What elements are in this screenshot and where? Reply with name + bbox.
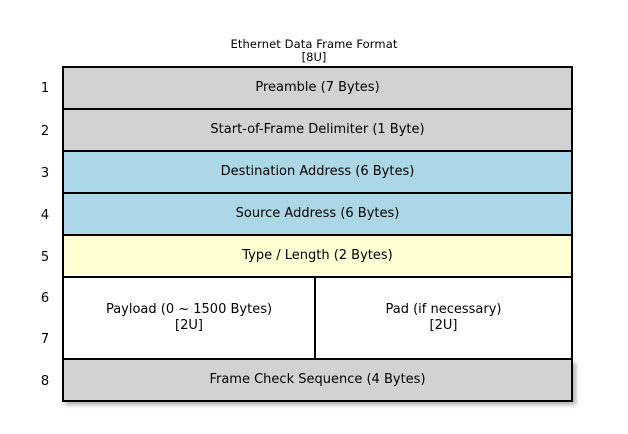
- field-frame-check-sequence[interactable]: Frame Check Sequence (4 Bytes): [64, 360, 571, 400]
- row-number-1: 1: [28, 66, 62, 110]
- row-number-stack: 6 7: [28, 278, 62, 360]
- field-destination-address-label: Destination Address (6 Bytes): [220, 164, 415, 179]
- field-payload-label: Payload (0 ~ 1500 Bytes): [105, 302, 273, 317]
- field-payload-sublabel: [2U]: [175, 318, 203, 333]
- field-preamble[interactable]: Preamble (7 Bytes): [64, 68, 571, 108]
- field-start-of-frame-delimiter-label: Start-of-Frame Delimiter (1 Byte): [210, 122, 425, 137]
- row-number-3: 3: [28, 152, 62, 194]
- row-cells: Payload (0 ~ 1500 Bytes) [2U] Pad (if ne…: [62, 278, 573, 360]
- field-pad-label: Pad (if necessary): [385, 302, 502, 317]
- field-type-length[interactable]: Type / Length (2 Bytes): [64, 236, 571, 276]
- row-cells: Preamble (7 Bytes): [62, 66, 573, 110]
- row-number-6: 6: [28, 278, 62, 319]
- row-cells: Start-of-Frame Delimiter (1 Byte): [62, 110, 573, 152]
- row-number-4: 4: [28, 194, 62, 236]
- row-number-7: 7: [28, 319, 62, 360]
- frame-row: 4 Source Address (6 Bytes): [28, 194, 573, 236]
- field-preamble-label: Preamble (7 Bytes): [255, 80, 380, 95]
- field-pad[interactable]: Pad (if necessary) [2U]: [316, 278, 571, 358]
- field-start-of-frame-delimiter[interactable]: Start-of-Frame Delimiter (1 Byte): [64, 110, 571, 150]
- frame-row: 6 7 Payload (0 ~ 1500 Bytes) [2U] Pad (i…: [28, 278, 573, 360]
- frame-row: 8 Frame Check Sequence (4 Bytes): [28, 360, 573, 402]
- row-cells: Frame Check Sequence (4 Bytes): [62, 360, 573, 402]
- frame-row: 2 Start-of-Frame Delimiter (1 Byte): [28, 110, 573, 152]
- field-pad-sublabel: [2U]: [429, 318, 458, 333]
- frame-row: 1 Preamble (7 Bytes): [28, 66, 573, 110]
- field-destination-address[interactable]: Destination Address (6 Bytes): [64, 152, 571, 192]
- field-type-length-label: Type / Length (2 Bytes): [242, 248, 393, 263]
- page-title: Ethernet Data Frame Format: [230, 37, 398, 51]
- page-title-subscript: [8U]: [301, 50, 327, 64]
- diagram-title-block: Ethernet Data Frame Format [8U]: [0, 38, 628, 64]
- row-number-8: 8: [28, 360, 62, 402]
- row-cells: Destination Address (6 Bytes): [62, 152, 573, 194]
- row-cells: Type / Length (2 Bytes): [62, 236, 573, 278]
- frame-row: 3 Destination Address (6 Bytes): [28, 152, 573, 194]
- field-payload[interactable]: Payload (0 ~ 1500 Bytes) [2U]: [64, 278, 316, 358]
- field-source-address[interactable]: Source Address (6 Bytes): [64, 194, 571, 234]
- ethernet-frame-diagram: 1 Preamble (7 Bytes) 2 Start-of-Frame De…: [28, 66, 573, 402]
- row-number-2: 2: [28, 110, 62, 152]
- row-number-5: 5: [28, 236, 62, 278]
- field-frame-check-sequence-label: Frame Check Sequence (4 Bytes): [209, 372, 426, 387]
- frame-row: 5 Type / Length (2 Bytes): [28, 236, 573, 278]
- row-cells: Source Address (6 Bytes): [62, 194, 573, 236]
- field-source-address-label: Source Address (6 Bytes): [235, 206, 400, 221]
